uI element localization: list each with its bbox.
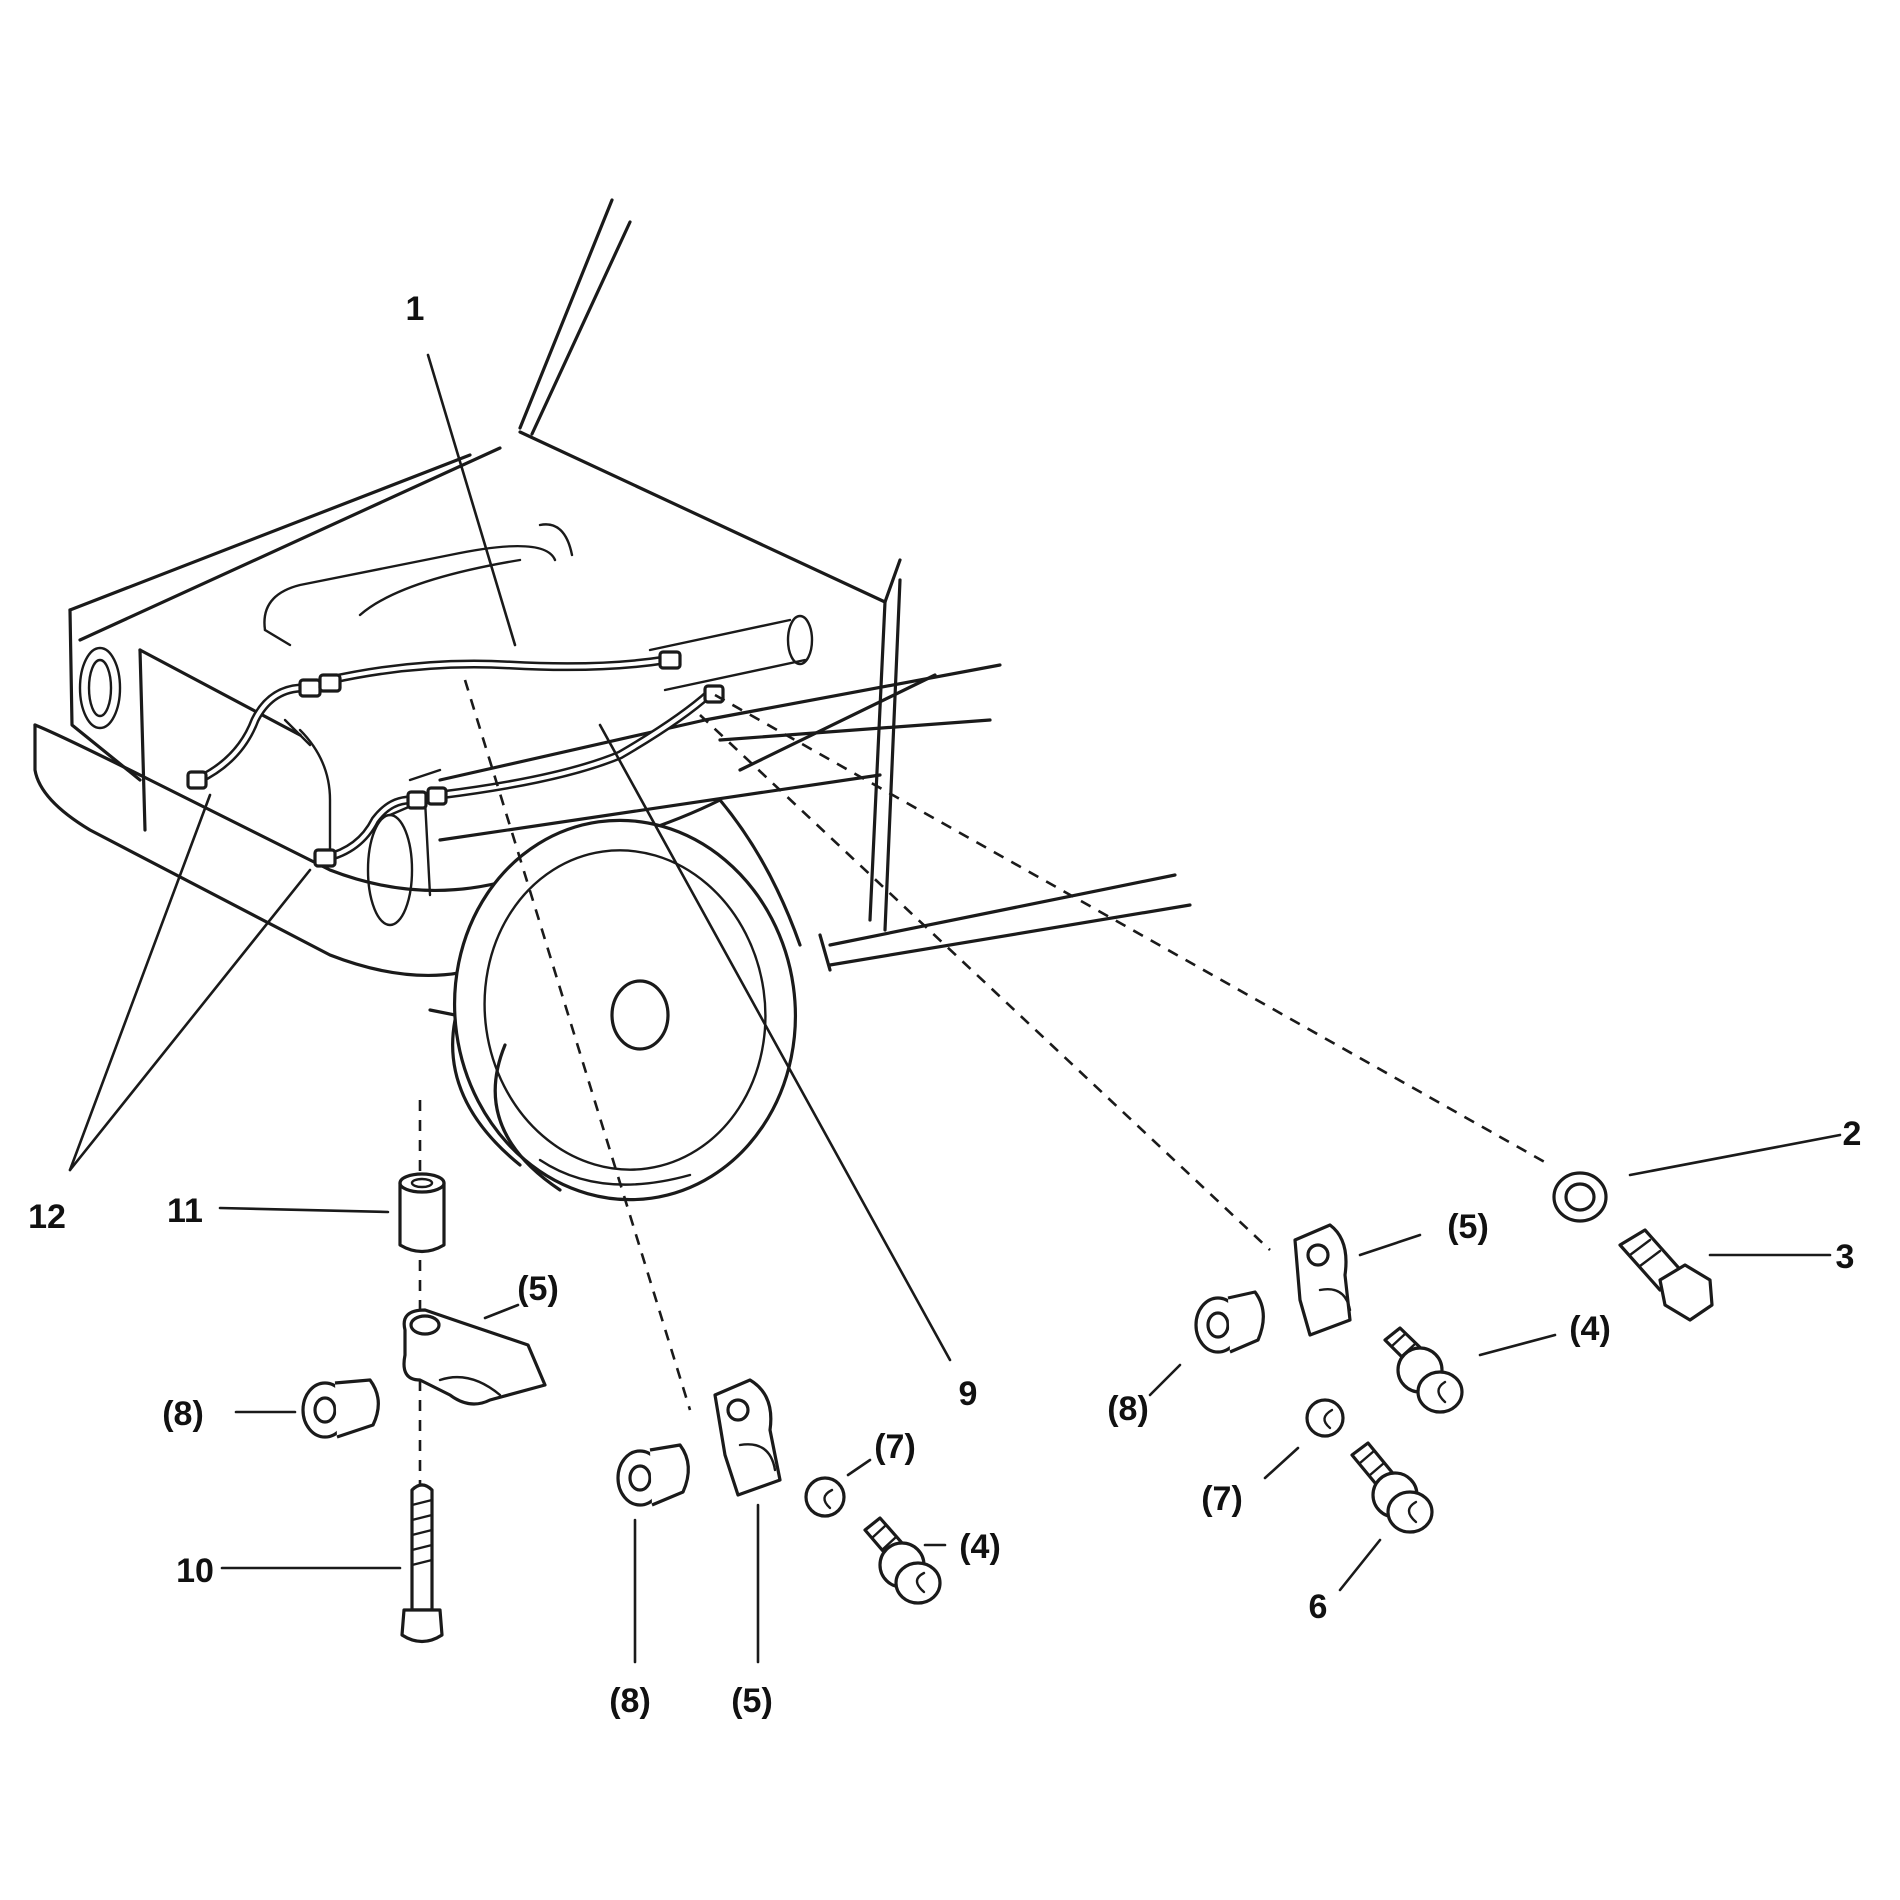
pipe-fitting [318, 673, 342, 693]
callout-5-right: (5) [1447, 1208, 1489, 1246]
part-bolt-6 [1350, 1441, 1434, 1534]
part-washer-2 [1552, 1171, 1608, 1223]
callout-3: 3 [1836, 1238, 1855, 1276]
callout-4-middle: (4) [959, 1528, 1001, 1566]
callout-5-middle: (5) [731, 1682, 773, 1720]
pipe-fitting [313, 848, 337, 868]
callout-8-middle: (8) [609, 1682, 651, 1720]
pipe-fitting [298, 678, 322, 698]
callout-7-right: (7) [1201, 1480, 1243, 1518]
part-bolt-4-middle [863, 1516, 942, 1605]
callout-5-left: (5) [517, 1270, 559, 1308]
part-clip-7-middle [804, 1476, 846, 1518]
part-banjo-bolt-3 [1618, 1228, 1714, 1322]
callout-6: 6 [1309, 1588, 1328, 1626]
callout-labels: 1 2 3 (5) (4) (8) (7) 6 9 (5) (8) 11 10 … [28, 290, 1861, 1720]
pipe-fitting [658, 650, 682, 670]
part-bolt-4-right [1383, 1326, 1464, 1414]
part-grommet-8-middle [616, 1443, 690, 1507]
part-bracket-5-right [1293, 1223, 1352, 1337]
callout-leaders [68, 353, 1842, 1664]
pipe-fitting [406, 790, 428, 810]
pipe-fitting [426, 786, 448, 806]
part-long-bolt-10 [400, 1483, 444, 1644]
part-grommet-8-left [301, 1378, 380, 1439]
callout-2: 2 [1843, 1115, 1862, 1153]
callout-11: 11 [167, 1192, 203, 1230]
part-clip-7-right [1305, 1398, 1345, 1438]
part-grommet-8-right [1194, 1290, 1265, 1354]
vehicle-front-body [33, 198, 1192, 1202]
part-sleeve-11 [398, 1172, 446, 1254]
pipe-fitting [186, 770, 208, 790]
callout-7-middle: (7) [874, 1428, 916, 1466]
callout-8-left: (8) [162, 1395, 204, 1433]
callout-12: 12 [28, 1198, 66, 1236]
callout-8-right: (8) [1107, 1390, 1149, 1428]
callout-10: 10 [176, 1552, 214, 1590]
pipe-fitting [703, 684, 725, 704]
callout-9: 9 [959, 1375, 978, 1413]
part-bracket-5-left [402, 1308, 547, 1406]
part-bracket-5-middle [713, 1378, 782, 1497]
brake-line-set [186, 650, 725, 868]
callout-4-right: (4) [1569, 1310, 1611, 1348]
callout-1: 1 [406, 290, 425, 328]
